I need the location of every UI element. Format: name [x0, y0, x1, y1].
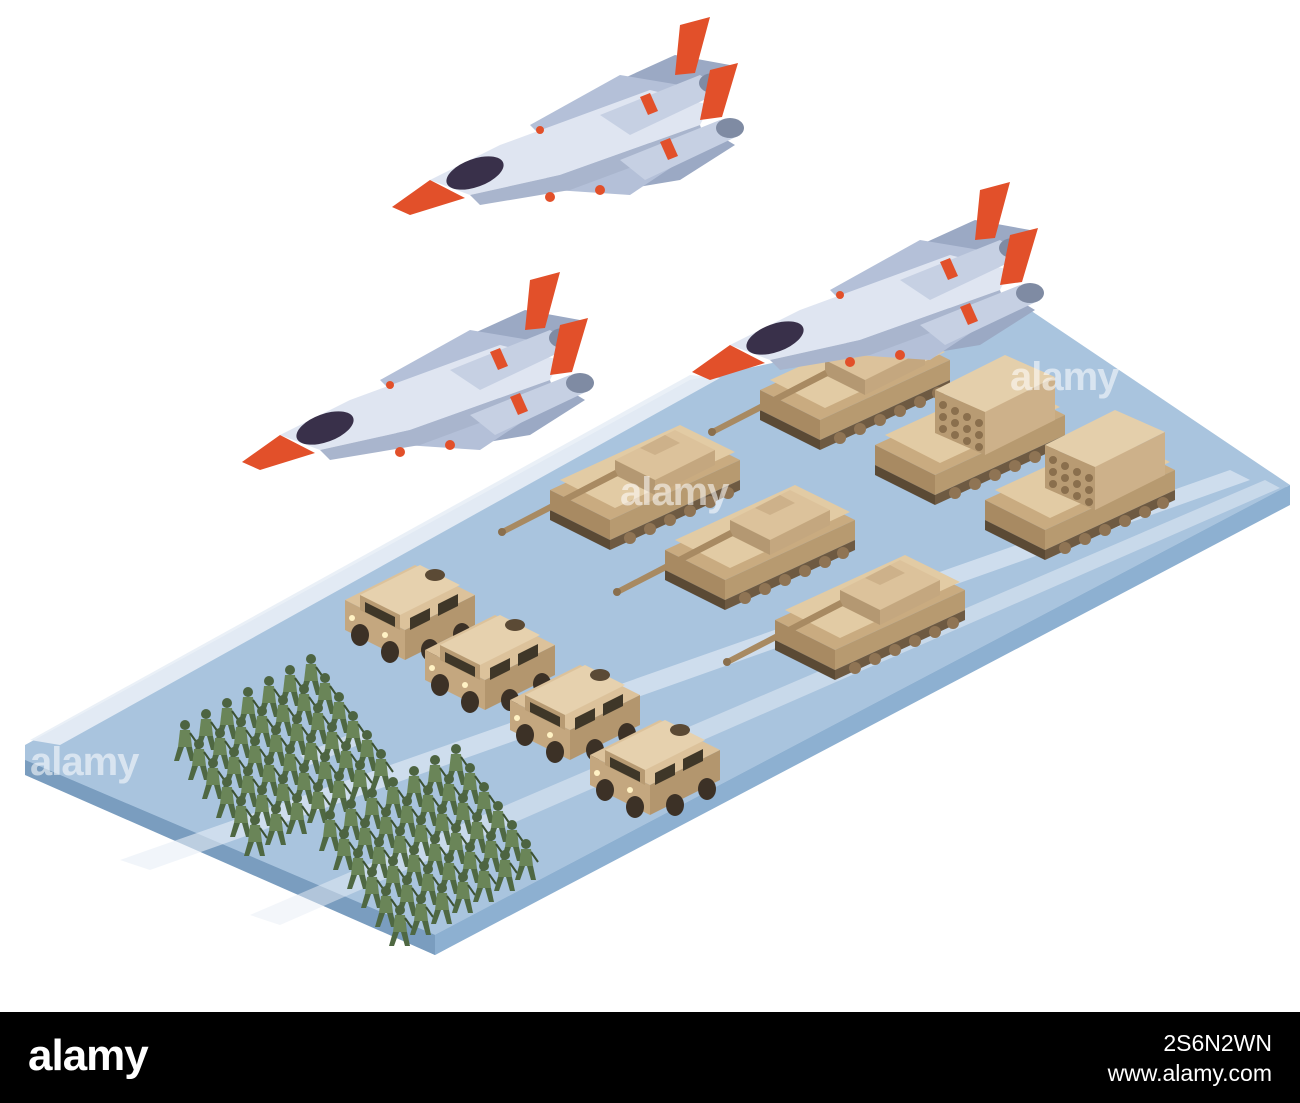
jet-top — [392, 17, 744, 215]
parade-platform — [25, 310, 1290, 955]
parade-scene — [25, 17, 1290, 955]
footer-logo: alamy — [28, 1031, 149, 1080]
image-id: 2S6N2WN — [1163, 1030, 1272, 1056]
footer-bar: alamy 2S6N2WN www.alamy.com — [0, 1012, 1300, 1103]
footer-info: 2S6N2WN www.alamy.com — [1108, 1028, 1272, 1088]
jet-left — [242, 272, 594, 470]
footer-url: www.alamy.com — [1107, 1060, 1272, 1086]
